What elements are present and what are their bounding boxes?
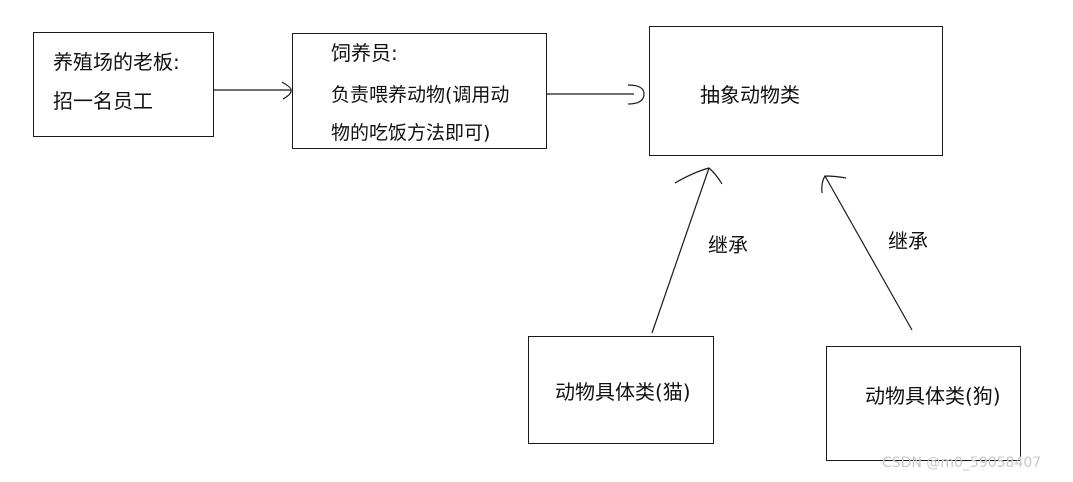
- feeder-to-abstract-arrowhead: [627, 84, 645, 105]
- boss-title: 养殖场的老板:: [53, 50, 180, 74]
- feeder-desc-line1: 负责喂养动物(调用动: [331, 84, 510, 106]
- boss-box: [33, 32, 214, 137]
- boss-task: 招一名员工: [53, 89, 153, 113]
- feeder-box: [292, 33, 547, 149]
- feeder-desc-line2: 物的吃饭方法即可): [331, 122, 491, 144]
- dog-inherit-line: [824, 175, 913, 331]
- boss-to-feeder-arrowhead: [281, 81, 292, 100]
- cat-label: 动物具体类(猫): [555, 380, 691, 404]
- inherit-label-left: 继承: [708, 233, 748, 257]
- abstract-animal-box: [649, 26, 943, 156]
- dog-label: 动物具体类(狗): [865, 384, 1001, 408]
- dog-inherit-arrowhead: [821, 175, 847, 194]
- feeder-title: 饲养员:: [331, 41, 398, 65]
- cat-box: [528, 336, 714, 444]
- cat-inherit-line: [651, 167, 710, 334]
- watermark: CSDN @m0_59058407: [882, 455, 1042, 471]
- abstract-animal-label: 抽象动物类: [700, 83, 800, 107]
- cat-inherit-arrowhead: [674, 167, 723, 185]
- inherit-label-right: 继承: [888, 229, 928, 253]
- dog-box: [826, 346, 1021, 461]
